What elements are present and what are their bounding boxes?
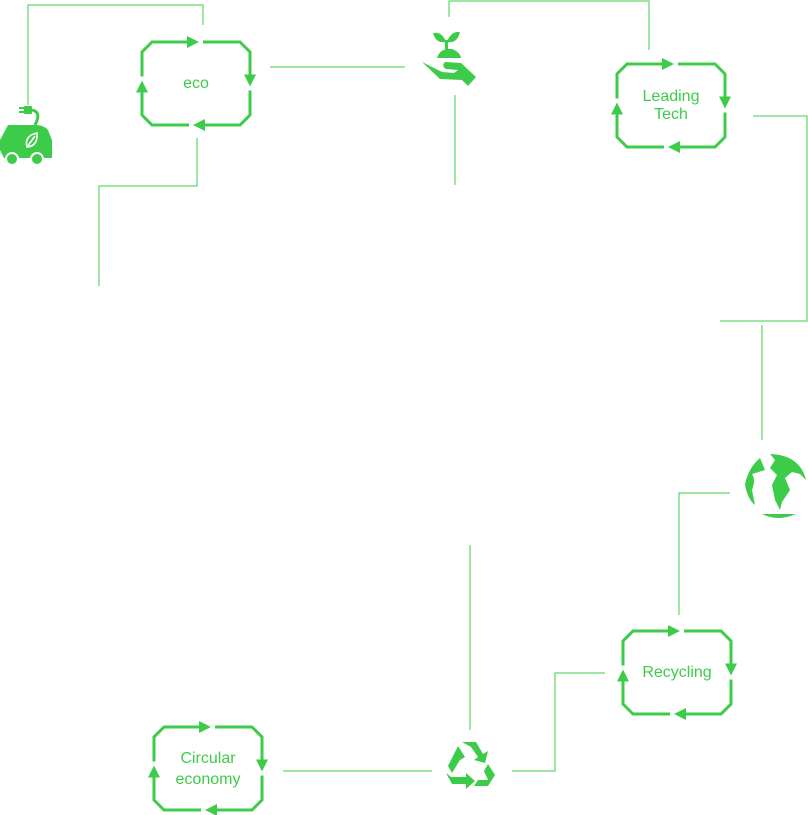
cycle-arrow (684, 629, 737, 676)
node-circular-economy: Circular economy (154, 727, 262, 810)
cycle-arrow (674, 679, 733, 720)
cycle-arrow (152, 721, 211, 762)
connector (98, 138, 198, 286)
cycle-box (611, 58, 731, 153)
cycle-box (136, 36, 256, 131)
cycle-arrow (140, 36, 199, 77)
electric-car-icon (0, 106, 52, 166)
node-label: Circular (180, 749, 236, 767)
node-label: Recycling (642, 663, 712, 681)
cycle-box (148, 721, 268, 815)
node-recycling: Recycling (623, 631, 731, 714)
cycle-arrow (205, 775, 264, 815)
cycle-arrow (148, 765, 201, 812)
node-label: Leading (642, 87, 700, 105)
cycle-arrow (668, 112, 727, 153)
cycle-box (617, 625, 737, 720)
connector (720, 115, 808, 322)
cycle-arrow (136, 80, 189, 127)
cycle-arrow (215, 725, 268, 772)
node-label: economy (175, 770, 241, 788)
cycle-arrow (615, 58, 674, 99)
connector (27, 4, 204, 105)
connector (678, 492, 730, 615)
cycle-arrow (678, 62, 731, 109)
globe-icon (745, 454, 806, 518)
cycle-arrow (621, 625, 680, 666)
connector (448, 0, 650, 50)
cycle-arrow (617, 669, 670, 716)
node-label: eco (183, 74, 209, 92)
node-eco: eco (142, 42, 250, 125)
cycle-arrow (193, 90, 252, 131)
recycle-icon (446, 742, 495, 789)
connector (512, 672, 605, 772)
cycle-arrow (203, 40, 256, 87)
plant-hand-icon (422, 31, 476, 86)
node-label: Tech (654, 105, 688, 123)
cycle-arrow (611, 102, 664, 149)
